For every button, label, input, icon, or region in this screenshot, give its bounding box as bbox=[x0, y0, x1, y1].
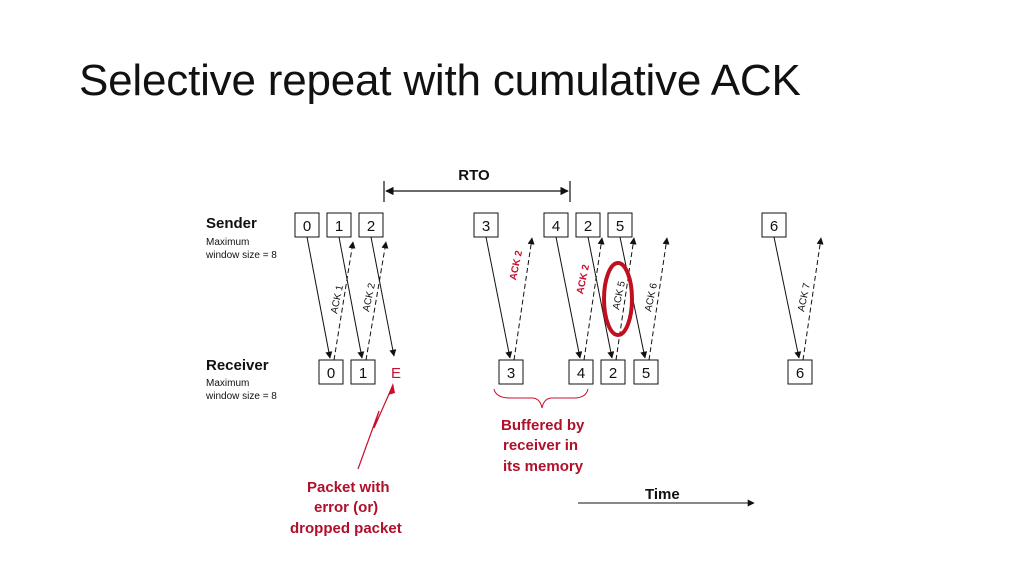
sender-packet: 6 bbox=[761, 212, 787, 238]
packet-arrow bbox=[773, 236, 802, 359]
receiver-window-line2: window size = 8 bbox=[205, 391, 277, 402]
sender-packet: 2 bbox=[358, 212, 384, 238]
rto-label: RTO bbox=[458, 167, 490, 184]
svg-text:3: 3 bbox=[507, 365, 515, 382]
ack-arrow bbox=[513, 237, 535, 361]
buffered-brace bbox=[493, 388, 589, 409]
svg-text:5: 5 bbox=[616, 218, 624, 235]
receiver-label: Receiver bbox=[206, 357, 269, 374]
ack-arrow bbox=[365, 241, 389, 361]
receiver-packet: 0 bbox=[318, 359, 344, 385]
error-note-line1: Packet with bbox=[307, 479, 390, 496]
svg-text:1: 1 bbox=[359, 365, 367, 382]
error-lightning-arrow bbox=[357, 384, 394, 470]
svg-text:3: 3 bbox=[482, 218, 490, 235]
ack-arrow bbox=[802, 237, 824, 361]
error-marker: E bbox=[391, 365, 401, 382]
sender-packet: 4 bbox=[543, 212, 569, 238]
svg-text:5: 5 bbox=[642, 365, 650, 382]
svg-text:1: 1 bbox=[335, 218, 343, 235]
packet-arrow bbox=[338, 236, 365, 359]
sender-packet: 5 bbox=[607, 212, 633, 238]
svg-text:2: 2 bbox=[609, 365, 617, 382]
sender-window-line1: Maximum bbox=[206, 237, 249, 248]
sender-packet: 0 bbox=[294, 212, 320, 238]
ack-label: ACK 2 bbox=[361, 282, 378, 313]
svg-text:2: 2 bbox=[367, 218, 375, 235]
packet-arrow bbox=[306, 236, 333, 359]
svg-text:0: 0 bbox=[327, 365, 335, 382]
sender-packet: 2 bbox=[575, 212, 601, 238]
ack-label: ACK 6 bbox=[643, 282, 660, 313]
sender-packet: 3 bbox=[473, 212, 499, 238]
slide-title: Selective repeat with cumulative ACK bbox=[79, 56, 801, 105]
ack-arrow bbox=[648, 237, 670, 361]
receiver-packet: 6 bbox=[787, 359, 813, 385]
svg-text:0: 0 bbox=[303, 218, 311, 235]
ack-arrow bbox=[333, 241, 356, 361]
receiver-packet: 4 bbox=[568, 359, 594, 385]
error-lightning-head bbox=[388, 383, 395, 395]
ack-label: ACK 1 bbox=[329, 284, 346, 315]
receiver-window-line1: Maximum bbox=[206, 378, 249, 389]
buffered-note-line1: Buffered by bbox=[501, 417, 585, 434]
packet-arrow bbox=[485, 236, 513, 359]
error-note-line2: error (or) bbox=[314, 499, 378, 516]
time-label: Time bbox=[645, 486, 680, 503]
buffered-note-line2: receiver in bbox=[503, 437, 578, 454]
sender-packet: 1 bbox=[326, 212, 352, 238]
receiver-packet: 5 bbox=[633, 359, 659, 385]
svg-text:2: 2 bbox=[584, 218, 592, 235]
svg-text:4: 4 bbox=[552, 218, 560, 235]
ack-arrow bbox=[583, 237, 605, 361]
receiver-packet: 1 bbox=[350, 359, 376, 385]
packet-arrow bbox=[555, 236, 583, 359]
packet-arrow bbox=[587, 236, 615, 359]
receiver-packet: 3 bbox=[498, 359, 524, 385]
packet-arrow bbox=[370, 236, 397, 357]
buffered-note-line3: its memory bbox=[503, 458, 584, 475]
ack5-highlight-ellipse bbox=[602, 261, 634, 337]
error-note-line3: dropped packet bbox=[290, 520, 402, 537]
ack-label-red: ACK 2 bbox=[508, 249, 525, 281]
svg-text:4: 4 bbox=[577, 365, 585, 382]
ack-label-red: ACK 2 bbox=[575, 263, 592, 295]
svg-text:6: 6 bbox=[770, 218, 778, 235]
sender-label: Sender bbox=[206, 215, 257, 232]
ack-arrow bbox=[615, 237, 637, 361]
sender-window-line2: window size = 8 bbox=[205, 250, 277, 261]
receiver-packet: 2 bbox=[600, 359, 626, 385]
svg-text:6: 6 bbox=[796, 365, 804, 382]
